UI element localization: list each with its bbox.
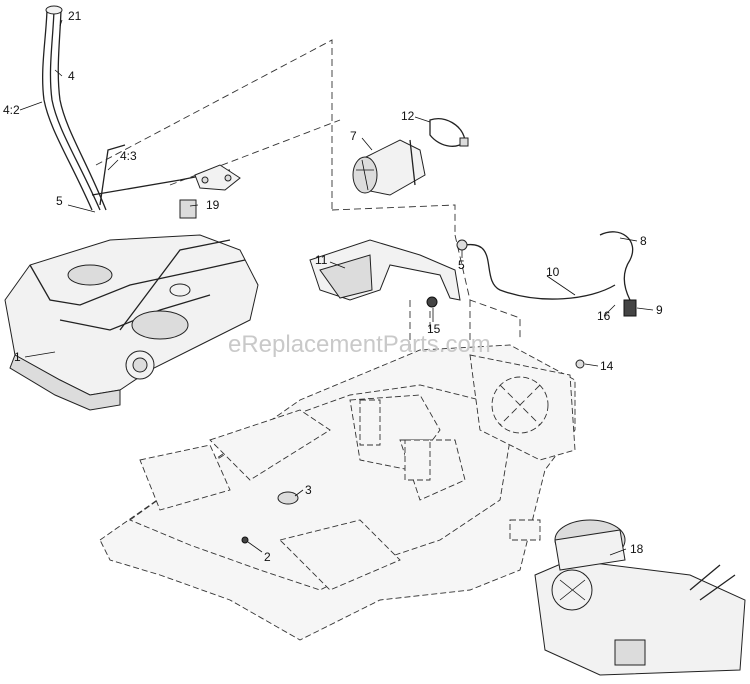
watermark: eReplacementParts.com [228, 331, 491, 358]
callout-4-2: 4:2 [3, 103, 20, 117]
callout-7: 7 [350, 129, 357, 143]
callout-9: 9 [656, 303, 663, 317]
callout-10: 10 [546, 265, 560, 279]
filler-neck [42, 5, 231, 211]
callout-21: 21 [68, 9, 82, 23]
callout-5-upper-left: 5 [56, 194, 63, 208]
leader-lines [19, 19, 654, 556]
callout-16: 16 [597, 309, 611, 323]
vent-fitting [179, 164, 241, 219]
callout-12: 12 [401, 109, 415, 123]
chassis-frame [99, 344, 576, 641]
callout-4: 4 [68, 69, 75, 83]
charcoal-canister [352, 139, 426, 196]
callout-labels: 21 4 4:2 4:3 5 19 1 7 12 11 5 8 10 15 9 … [3, 9, 663, 564]
callout-1: 1 [14, 350, 21, 364]
callout-15: 15 [427, 322, 441, 336]
callout-14: 14 [600, 359, 614, 373]
callout-11: 11 [315, 253, 328, 267]
callout-5-canister: 5 [458, 258, 465, 272]
fuel-tank [4, 234, 259, 411]
callout-4-3: 4:3 [120, 149, 137, 163]
canister-strap [429, 118, 469, 147]
callout-8: 8 [640, 234, 647, 248]
small-fittings [241, 359, 585, 544]
callout-18: 18 [630, 542, 644, 556]
callout-3: 3 [305, 483, 312, 497]
callout-19: 19 [206, 198, 220, 212]
vent-hose [426, 231, 637, 317]
callout-2: 2 [264, 550, 271, 564]
engine [534, 519, 746, 676]
canister-bracket [309, 239, 461, 301]
